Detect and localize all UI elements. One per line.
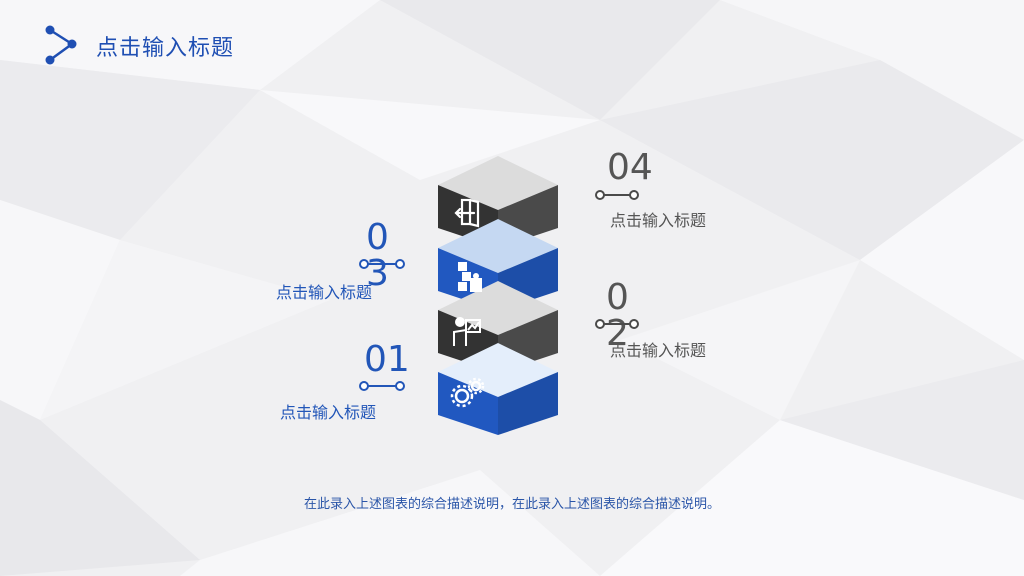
step-03-label: 点击输入标题 [276,283,373,302]
block-01 [438,343,558,435]
page-title: 点击输入标题 [96,36,235,61]
gears-icon [450,377,485,408]
presenter-chart-icon [453,317,481,346]
step-04-connector [595,189,639,201]
step-04-number: 04 [607,147,653,188]
step-02-label: 点击输入标题 [610,341,707,360]
step-03-connector [359,258,405,270]
step-02-connector [595,318,639,330]
exit-door-icon [454,198,480,228]
step-04-label: 点击输入标题 [610,211,707,230]
block-stack [438,156,558,435]
puzzle-icon [458,262,482,292]
step-01-number: 01 [364,339,410,380]
share-nodes-icon [45,25,77,65]
description-caption: 在此录入上述图表的综合描述说明，在此录入上述图表的综合描述说明。 [303,497,720,512]
step-01-connector [359,380,405,392]
step-01-label: 点击输入标题 [280,403,377,422]
